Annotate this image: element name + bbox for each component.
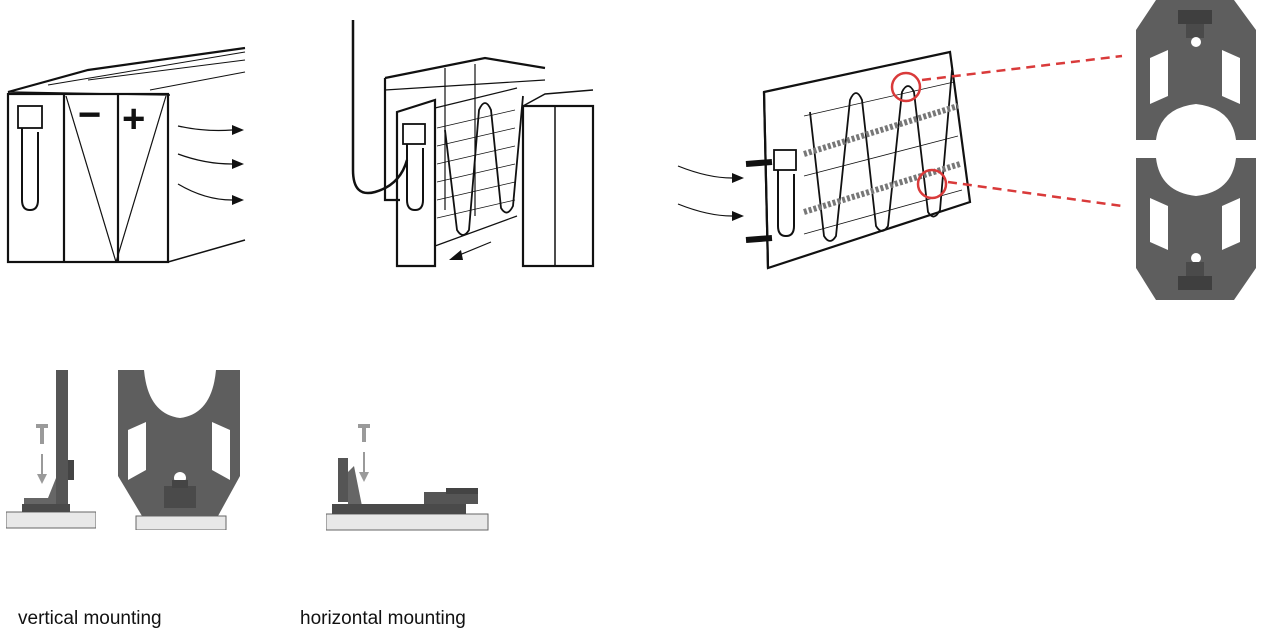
filter-box-drawing: − + (6, 46, 246, 264)
clip-highlight-bottom (916, 168, 948, 200)
airflow-arrows (177, 125, 233, 201)
filter-removal-figure (345, 20, 605, 280)
plus-sign: + (122, 97, 145, 141)
leader-line-top (921, 54, 1123, 82)
horizontal-mounting-caption: horizontal mounting (300, 608, 466, 629)
horizontal-mounting-figure (326, 420, 492, 532)
clip-part-lower (1136, 158, 1256, 300)
horizontal-mounting-drawing (326, 424, 489, 531)
vertical-mounting-side-figure (6, 370, 96, 530)
filter-box-figure: − + (0, 40, 260, 270)
screw-icon (36, 424, 48, 428)
filter-removal-drawing (351, 20, 595, 268)
clip-parts-drawing (1136, 0, 1256, 300)
airflow-arrows-right (677, 165, 733, 217)
minus-sign: − (78, 93, 101, 137)
clip-parts-figure (1128, 0, 1262, 300)
leader-line-bottom (947, 180, 1123, 208)
vertical-mounting-side-drawing (6, 370, 96, 529)
mounting-clip-front (118, 370, 240, 516)
clip-part-upper (1136, 0, 1256, 140)
screw-icon-horizontal (358, 424, 370, 428)
filter-clip-figure (670, 40, 1130, 270)
clip-highlight-top (890, 71, 922, 103)
filter-clip-drawing (677, 50, 1123, 270)
vertical-mounting-caption: vertical mounting (18, 608, 162, 629)
vertical-mounting-front-drawing (118, 370, 240, 530)
vertical-mounting-front-figure (114, 370, 244, 530)
